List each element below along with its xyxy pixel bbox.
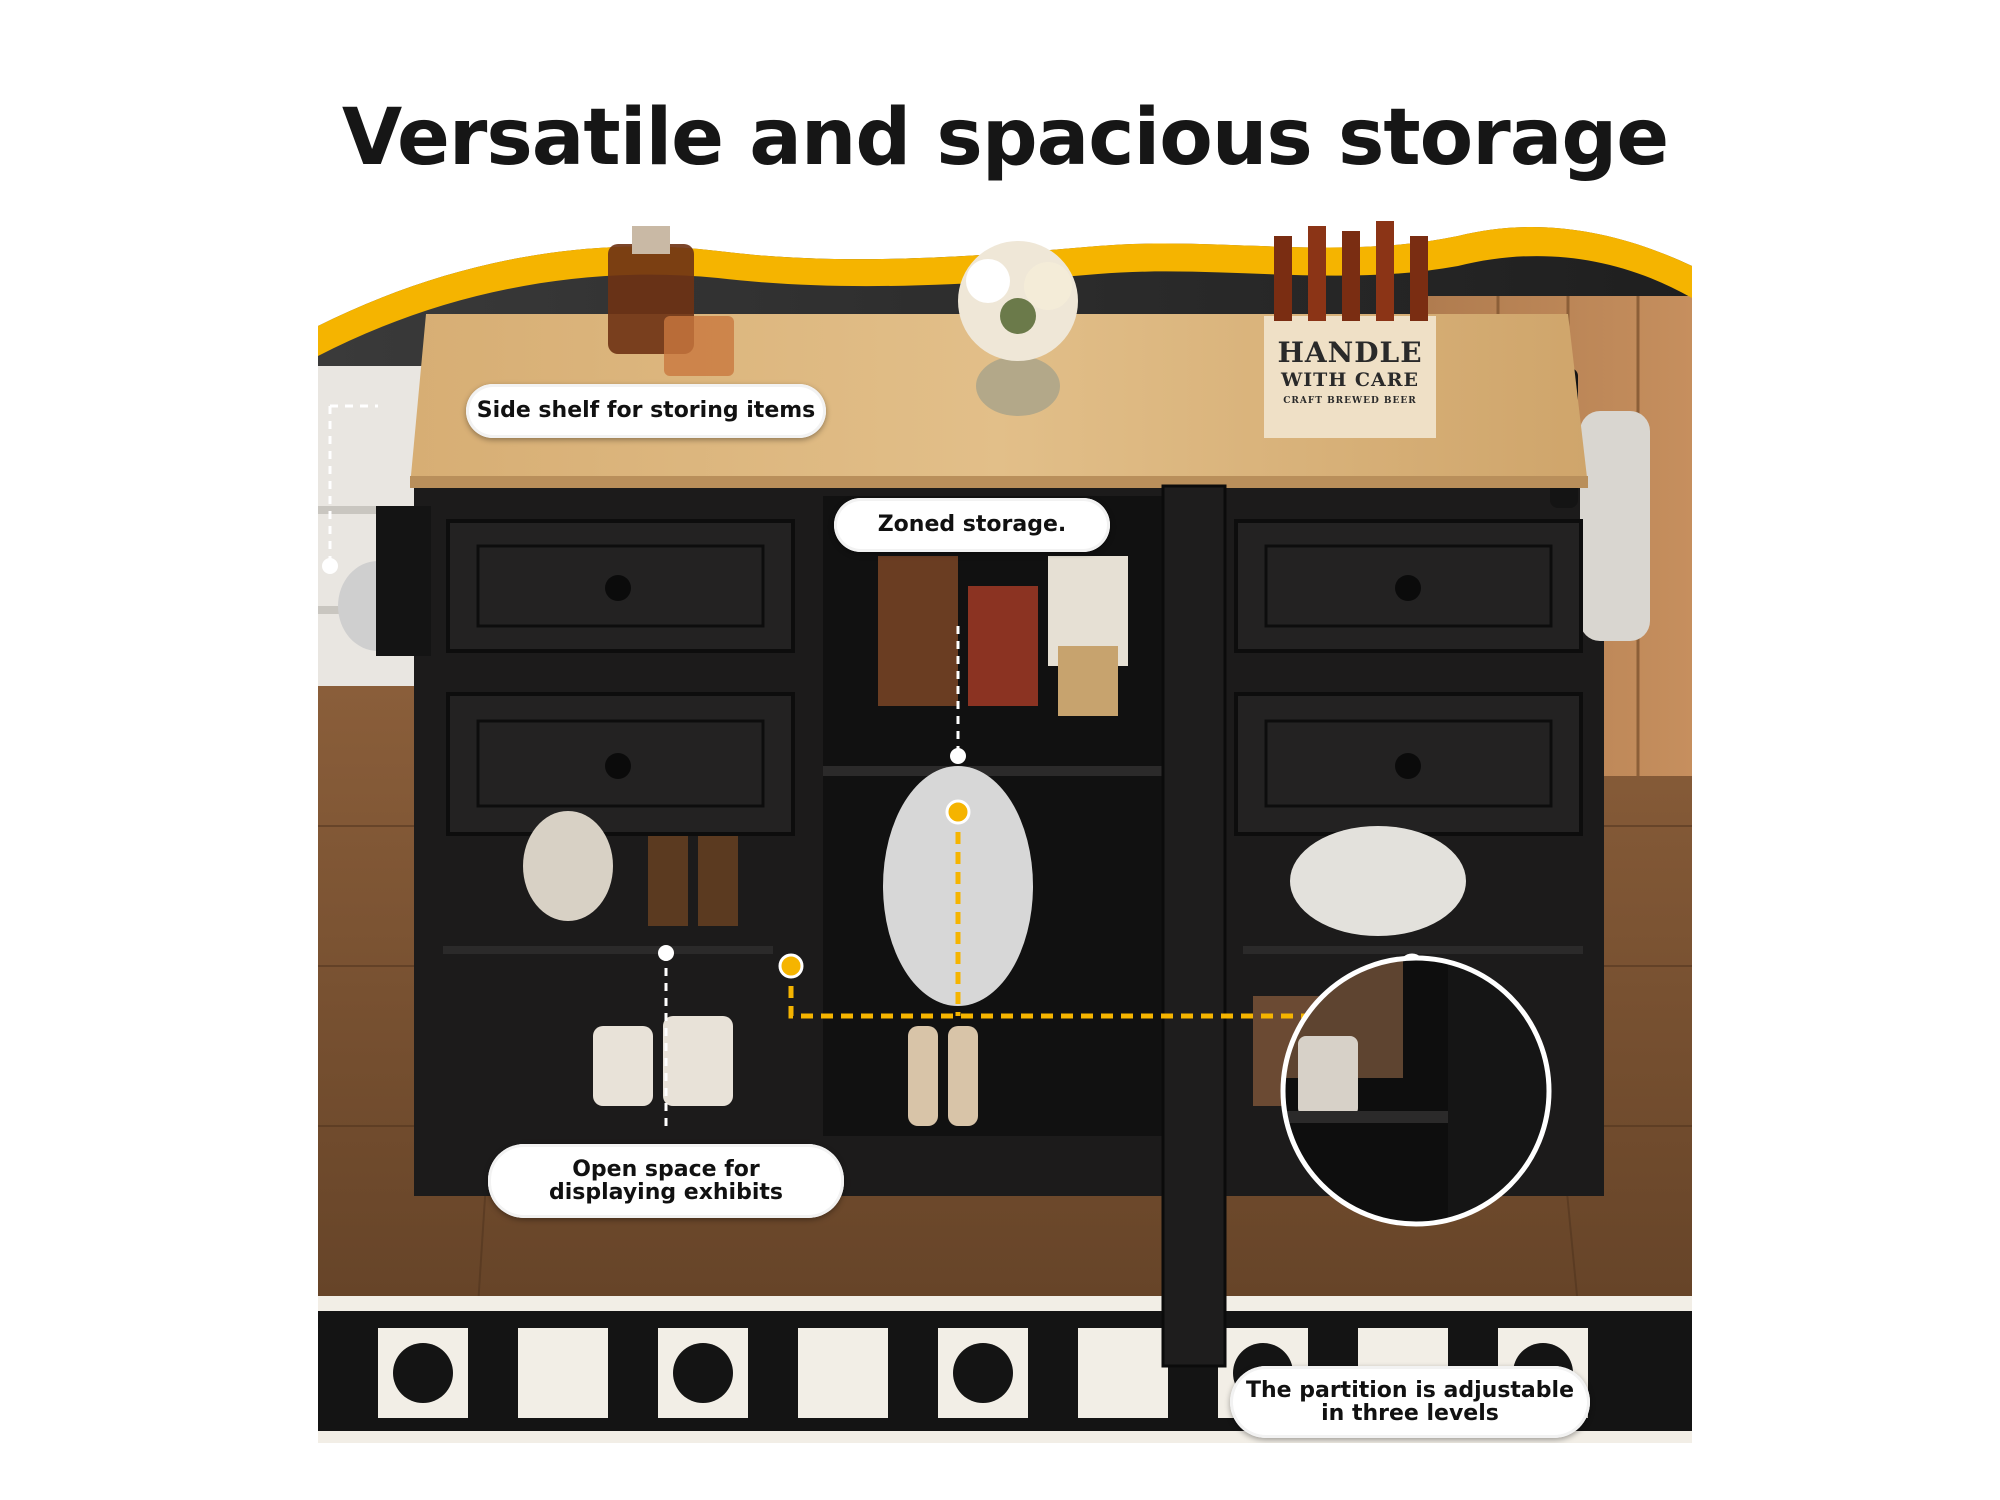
carton-line-1: HANDLE [1277, 336, 1423, 369]
carton-label: HANDLE WITH CARE CRAFT BREWED BEER [1264, 338, 1436, 410]
carton-line-3: CRAFT BREWED BEER [1283, 396, 1417, 406]
kitchen-island-scene [318, 66, 1692, 1443]
callout-zoned-storage-text: Zoned storage. [877, 512, 1067, 538]
drawer-top-left [446, 519, 795, 653]
carton-line-2: WITH CARE [1280, 369, 1420, 391]
cabinet-door [1161, 484, 1227, 1368]
beer-carton [1264, 316, 1436, 438]
headline: Versatile and spacious storage [341, 93, 1669, 183]
flower-vase [976, 356, 1060, 416]
product-banner: Versatile and spacious storage HANDLE WI… [318, 66, 1692, 1443]
drawer-top-right [1234, 519, 1583, 653]
callout-open-space-line-1: Open space for [572, 1156, 760, 1182]
side-shelf [376, 506, 431, 656]
callout-zoned-storage: Zoned storage. [834, 498, 1110, 552]
callout-side-shelf: Side shelf for storing items [466, 384, 826, 438]
callout-side-shelf-text: Side shelf for storing items [476, 398, 816, 424]
callout-partition-line-2: in three levels [1321, 1401, 1499, 1426]
callout-partition-line-1: The partition is adjustable [1245, 1377, 1574, 1403]
blender [883, 766, 1033, 1006]
header-background [318, 66, 1692, 326]
callout-partition: The partition is adjustable in three lev… [1230, 1366, 1590, 1438]
slow-cooker [1290, 826, 1466, 936]
callout-open-space-line-2: displaying exhibits [548, 1180, 783, 1205]
drawer-bottom-right [1234, 692, 1583, 836]
callout-open-space: Open space for displaying exhibits [488, 1144, 844, 1218]
towel [1580, 411, 1650, 641]
glass [664, 316, 734, 376]
drawer-bottom-left [446, 692, 795, 836]
partition-zoom-circle [1280, 955, 1552, 1227]
